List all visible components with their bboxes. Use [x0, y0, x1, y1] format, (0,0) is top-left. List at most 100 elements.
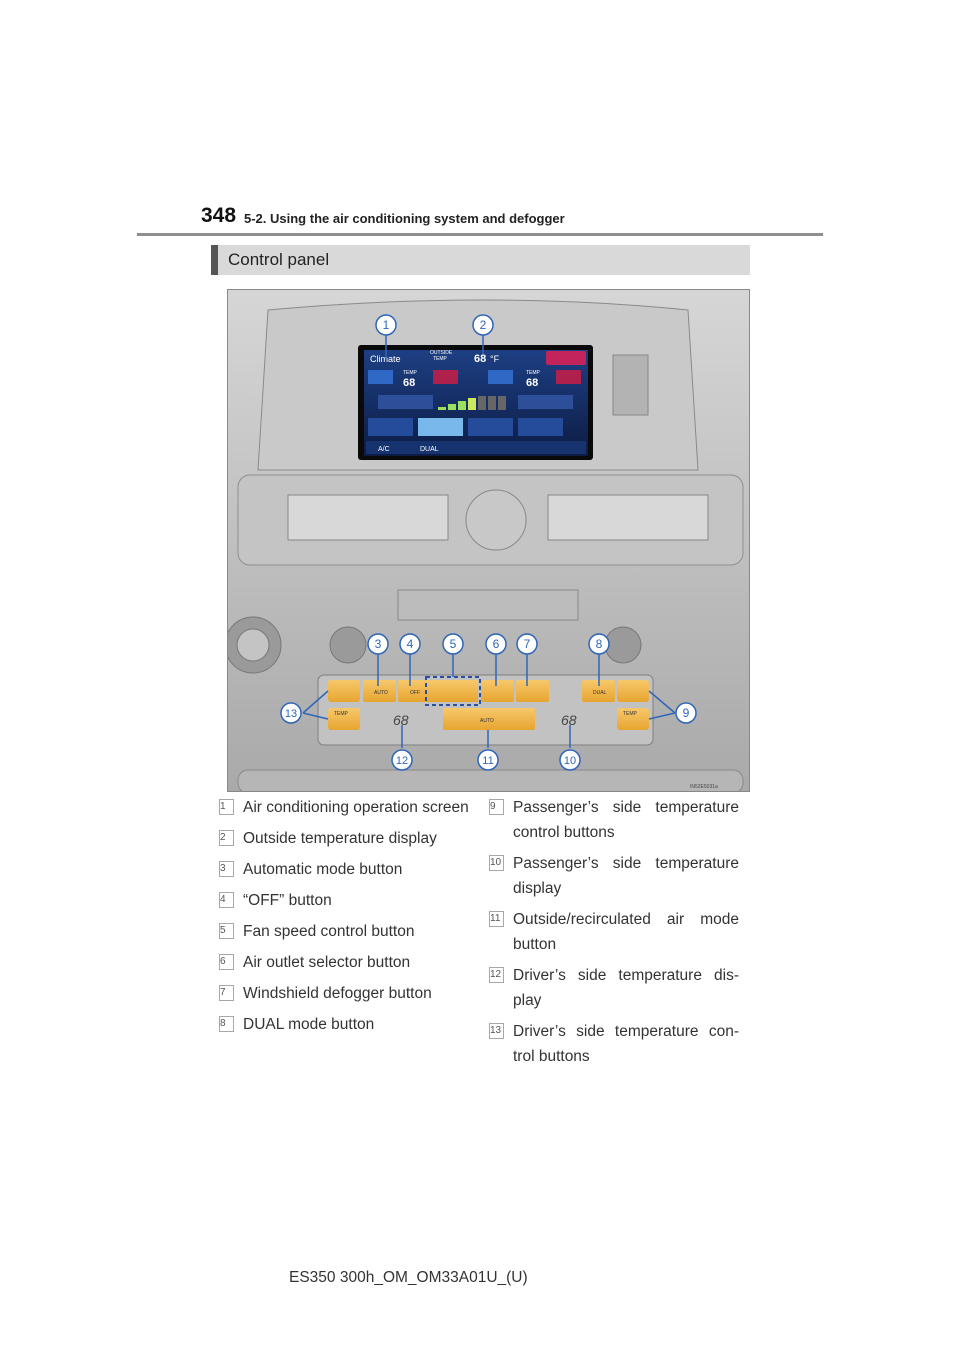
dual-button-icon	[582, 680, 615, 702]
callout-11: 11	[477, 749, 499, 771]
outlet-feet-icon	[468, 418, 513, 436]
svg-text:6: 6	[493, 637, 500, 651]
legend-item: 9 Passenger’s side temperature control bu…	[489, 795, 739, 845]
passenger-temp-down-icon	[617, 708, 649, 730]
section-title: 5-2. Using the air conditioning system a…	[244, 211, 565, 226]
page-number: 348	[201, 204, 237, 227]
legend-right-column: 9 Passenger’s side temperature control bu…	[489, 795, 739, 1075]
callout-markers: 1 2 3 4 5 6 7 8 9 10 11 12 13	[280, 314, 697, 771]
legend-text: Windshield defogger button	[243, 985, 432, 1002]
legend-number: 11	[489, 911, 504, 927]
left-temp-value: 68	[403, 377, 415, 389]
legend-number: 3	[219, 861, 234, 877]
panel-left-display: 68	[393, 712, 409, 728]
legend-number: 13	[489, 1023, 504, 1039]
outlet-face-icon	[368, 418, 413, 436]
passenger-temp-up-icon	[617, 680, 649, 702]
document-code-footer: ES350 300h_OM_OM33A01U_(U)	[289, 1269, 528, 1286]
legend-text: Fan speed control button	[243, 923, 415, 940]
legend-item: 8 DUAL mode button	[219, 1012, 469, 1037]
panel-dual-label: DUAL	[593, 690, 607, 696]
callout-2: 2	[472, 314, 494, 336]
legend-text: Outside temperature display	[243, 830, 437, 847]
control-panel-illustration: Climate OUTSIDE TEMP 68 °F TEMP 68 TEMP …	[227, 289, 750, 792]
svg-text:1: 1	[383, 318, 390, 332]
right-temp-value: 68	[526, 377, 538, 389]
left-temp-up-icon	[433, 370, 458, 384]
legend-number: 6	[219, 954, 234, 970]
legend-text: Air outlet selector button	[243, 954, 411, 971]
svg-text:13: 13	[285, 708, 297, 720]
driver-temp-up-icon	[328, 680, 360, 702]
legend-number: 1	[219, 799, 234, 815]
legend-item: 4 “OFF” button	[219, 888, 469, 913]
right-temp-up-icon	[556, 370, 581, 384]
off-button-icon	[398, 680, 431, 702]
panel-center-auto: AUTO	[480, 718, 494, 724]
legend-number: 12	[489, 967, 504, 983]
callout-10: 10	[559, 749, 581, 771]
back-icon	[546, 351, 586, 365]
legend-text: DUAL mode button	[243, 1016, 375, 1033]
svg-text:7: 7	[524, 637, 531, 651]
fan-up-icon	[518, 395, 573, 409]
svg-text:4: 4	[407, 637, 414, 651]
right-temp-label: TEMP	[526, 370, 541, 376]
legend-number: 2	[219, 830, 234, 846]
callout-1: 1	[375, 314, 397, 336]
legend-item: 3 Automatic mode button	[219, 857, 469, 882]
legend-item: 11 Outside/recirculated air mode button	[489, 907, 739, 957]
screen-outside-unit: °F	[490, 354, 500, 364]
callout-6: 6	[485, 633, 507, 655]
air-outlet-icon	[481, 680, 514, 702]
legend-item: 2 Outside temperature display	[219, 826, 469, 851]
legend-text: Outside/recirculated air mode button	[513, 911, 739, 953]
legend-number: 8	[219, 1016, 234, 1032]
figure-code: IN52E5031a	[690, 784, 718, 790]
outlet-defrost-icon	[518, 418, 563, 436]
svg-text:3: 3	[375, 637, 382, 651]
svg-text:5: 5	[450, 637, 457, 651]
legend-text: Automatic mode button	[243, 861, 403, 878]
svg-text:2: 2	[480, 318, 487, 332]
legend-text: Passenger’s side temperature control but…	[513, 799, 739, 841]
legend-number: 4	[219, 892, 234, 908]
panel-passenger-temp-label: TEMP	[623, 711, 638, 717]
legend-item: 1 Air conditioning operation screen	[219, 795, 469, 820]
svg-text:8: 8	[596, 637, 603, 651]
screen-dual-label: DUAL	[420, 446, 439, 453]
legend-item: 10 Passenger’s side temperature display	[489, 851, 739, 901]
control-panel-heading: Control panel	[211, 245, 750, 275]
screen-outside-label-1: OUTSIDE	[430, 350, 453, 356]
svg-text:11: 11	[482, 755, 493, 767]
outlet-bilevel-icon	[418, 418, 463, 436]
panel-off-label: OFF	[410, 690, 420, 696]
legend-text: Passenger’s side temperature display	[513, 855, 739, 897]
legend-text: Driver’s side temperature con-trol butto…	[513, 1023, 739, 1065]
legend-item: 6 Air outlet selector button	[219, 950, 469, 975]
panel-right-display: 68	[561, 712, 577, 728]
legend-number: 9	[489, 799, 504, 815]
left-temp-label: TEMP	[403, 370, 418, 376]
screen-outside-temp: 68	[474, 353, 486, 365]
legend-text: Driver’s side temperature dis-play	[513, 967, 739, 1009]
callout-9: 9	[675, 702, 697, 724]
legend-text: “OFF” button	[243, 892, 332, 909]
fan-down-icon	[378, 395, 433, 409]
legend-item: 12 Driver’s side temperature dis-play	[489, 963, 739, 1013]
svg-text:12: 12	[396, 755, 408, 767]
callout-7: 7	[516, 633, 538, 655]
legend-text: Air conditioning operation screen	[243, 799, 469, 816]
svg-text:10: 10	[564, 755, 576, 767]
legend-number: 10	[489, 855, 504, 871]
fan-speed-icon	[428, 680, 478, 702]
callout-8: 8	[588, 633, 610, 655]
driver-temp-down-icon	[328, 708, 360, 730]
svg-text:9: 9	[683, 706, 690, 720]
left-temp-down-icon	[368, 370, 393, 384]
right-temp-down-icon	[488, 370, 513, 384]
panel-auto-label: AUTO	[374, 690, 388, 696]
dashboard-drawing: Climate OUTSIDE TEMP 68 °F TEMP 68 TEMP …	[228, 290, 749, 791]
